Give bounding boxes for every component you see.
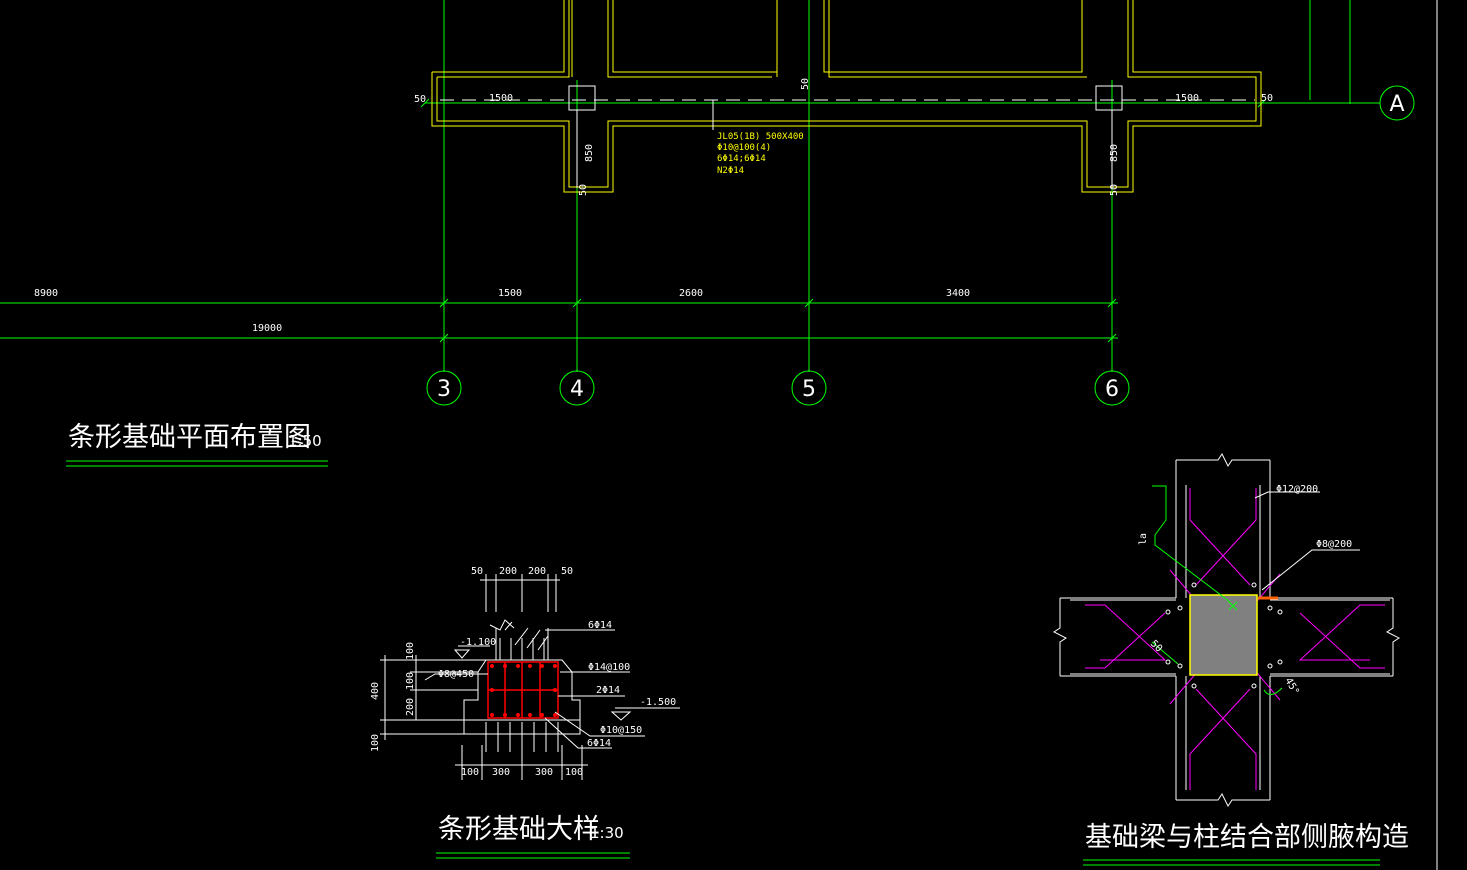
dim-right-edge: 50 [1261, 93, 1273, 104]
beam-column-joint-detail: la 50 45° Φ12@200 Φ8@200 基础梁与柱结合部侧腋构造 [1053, 453, 1409, 866]
sec-top-dim-3: 200 [528, 566, 546, 577]
joint-label-la: la [1138, 533, 1149, 545]
column-6 [1095, 85, 1123, 111]
axis-bubble-4[interactable]: 4 [559, 370, 595, 406]
joint-label-tie: Φ8@200 [1316, 539, 1352, 550]
svg-text:A: A [1389, 92, 1404, 117]
joint-column [1189, 594, 1258, 676]
sec-bars [490, 664, 557, 717]
sec-left-base: 100 [370, 734, 381, 752]
sec-bot-dim-4: 100 [565, 767, 583, 778]
section-title: 条形基础大样 [438, 814, 600, 845]
plan-title: 条形基础平面布置图 [68, 422, 311, 453]
beam-label-line-4: N2Φ14 [717, 166, 744, 176]
dim-left-edge: 50 [414, 94, 426, 105]
sec-left-top: 100 [405, 642, 416, 660]
svg-text:6: 6 [1105, 377, 1119, 402]
dim-left-span: 1500 [489, 93, 513, 104]
sec-label-top-bar: 6Φ14 [588, 620, 612, 631]
axis-bubble-5[interactable]: 5 [791, 370, 827, 406]
svg-text:3: 3 [437, 377, 451, 402]
dim-col4-off: 50 [578, 184, 589, 196]
sec-label-stirrup: Φ14@100 [588, 662, 630, 673]
dim-col6-len: 850 [1109, 144, 1120, 162]
strip-foundation-outline [431, 0, 1262, 193]
sec-left-total: 400 [370, 682, 381, 700]
sec-label-base-bar: Φ10@150 [600, 725, 642, 736]
dim-row2-total: 19000 [252, 323, 282, 334]
beam-label-line-1: JL05(1B) 500X400 [717, 132, 804, 142]
sec-top-dim-2: 200 [499, 566, 517, 577]
dim-row1-left: 8900 [34, 288, 58, 299]
axis-bubble-3[interactable]: 3 [426, 370, 462, 406]
joint-column-center [1228, 601, 1238, 611]
dim-row1-45: 2600 [679, 288, 703, 299]
joint-title: 基础梁与柱结合部侧腋构造 [1085, 822, 1409, 853]
section-scale: 1:30 [590, 824, 624, 842]
beam-label-line-3: 6Φ14;6Φ14 [717, 154, 766, 164]
axis-bubble-a[interactable]: A [1379, 85, 1415, 121]
sec-label-elev-top: -1.100 [460, 637, 496, 648]
sec-label-stirrup-side: Φ8@450 [438, 669, 474, 680]
dim-col6-off: 50 [1109, 184, 1120, 196]
sec-bot-dim-1: 100 [461, 767, 479, 778]
sec-label-bottom-bar: 6Φ14 [587, 738, 611, 749]
joint-label-top-bar: Φ12@200 [1276, 484, 1318, 495]
sec-top-dim-1: 50 [471, 566, 483, 577]
sec-label-elev-bottom: -1.500 [640, 697, 676, 708]
dim-mid-offset: 50 [800, 78, 811, 90]
axis-bubble-6[interactable]: 6 [1094, 370, 1130, 406]
grid-lines [0, 0, 1380, 372]
joint-bar-dots [1165, 582, 1283, 689]
dim-row1-34: 1500 [498, 288, 522, 299]
beam-label-line-2: Φ10@100(4) [717, 143, 771, 153]
joint-label-angle: 45° [1282, 676, 1301, 697]
joint-label-offset: 50 [1148, 638, 1164, 654]
dim-col4-len: 850 [584, 144, 595, 162]
svg-text:4: 4 [570, 377, 584, 402]
svg-text:5: 5 [802, 377, 816, 402]
strip-section-detail: 50 200 200 50 [370, 566, 680, 859]
plan-scale: 1:50 [288, 432, 322, 450]
dim-right-span: 1500 [1175, 93, 1199, 104]
sec-bot-dim-2: 300 [492, 767, 510, 778]
column-4 [568, 85, 596, 111]
sec-left-low: 200 [405, 698, 416, 716]
sec-top-dim-4: 50 [561, 566, 573, 577]
sec-bot-dim-3: 300 [535, 767, 553, 778]
sec-left-mid: 100 [405, 672, 416, 690]
sec-label-waist: 2Φ14 [596, 685, 620, 696]
dim-row1-56: 3400 [946, 288, 970, 299]
